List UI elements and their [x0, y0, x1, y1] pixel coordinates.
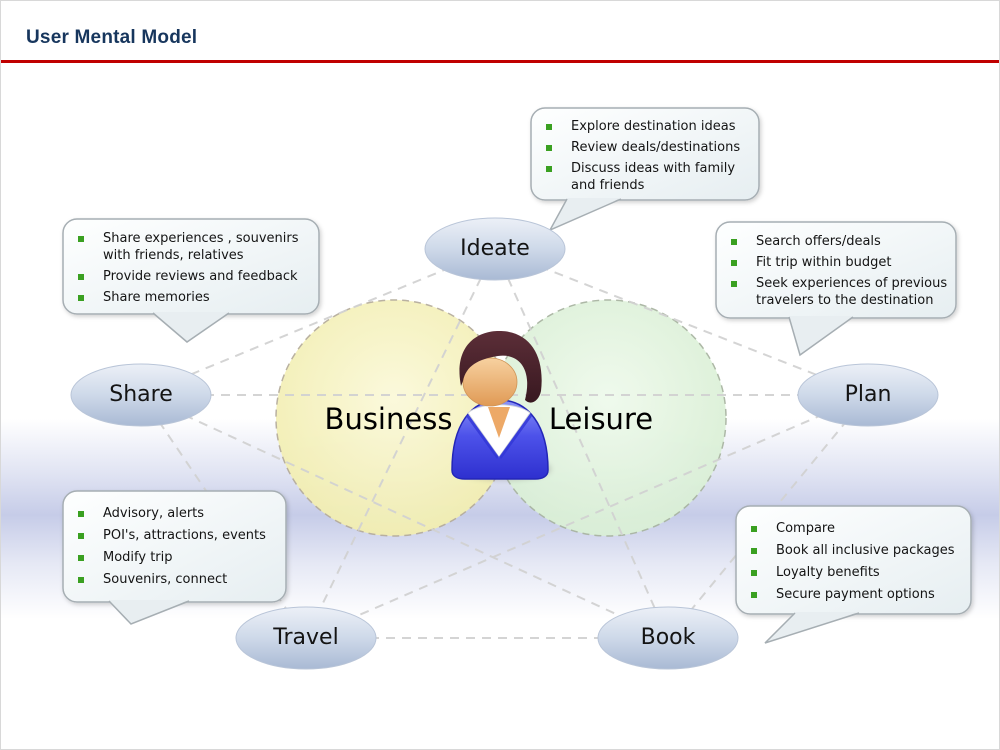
- node-label-share: Share: [109, 382, 173, 407]
- venn-label-leisure: Leisure: [548, 402, 654, 436]
- callout-list-travel: Advisory, alerts POI's, attractions, eve…: [63, 505, 286, 593]
- page-title: User Mental Model: [26, 27, 198, 48]
- bullet-item: POI's, attractions, events: [63, 527, 286, 544]
- node-ellipse-share: [70, 363, 212, 427]
- node-label-ideate: Ideate: [460, 236, 530, 261]
- title-divider: [1, 60, 999, 63]
- speech-bubble-book: [735, 505, 972, 644]
- speech-bubble-ideate: [530, 107, 760, 232]
- bullet-item: Book all inclusive packages: [736, 542, 971, 559]
- callout-list-plan: Search offers/deals Fit trip within budg…: [716, 233, 956, 313]
- bullet-item: Modify trip: [63, 549, 286, 566]
- callout-list-share: Share experiences , souvenirs with frien…: [63, 230, 319, 310]
- bullet-item: Share experiences , souvenirs with frien…: [63, 230, 319, 264]
- bullet-item: Review deals/destinations: [531, 139, 759, 156]
- venn-leisure-circle: [489, 299, 727, 537]
- bullet-item: Discuss ideas with family and friends: [531, 160, 759, 194]
- connector-lines: [140, 248, 869, 639]
- bullet-item: Share memories: [63, 289, 319, 306]
- callout-list-ideate: Explore destination ideas Review deals/d…: [531, 118, 759, 198]
- node-ellipse-book: [597, 606, 739, 670]
- node-label-travel: Travel: [273, 625, 339, 650]
- node-label-plan: Plan: [844, 382, 892, 407]
- bullet-item: Search offers/deals: [716, 233, 956, 250]
- person-icon: [451, 330, 551, 480]
- node-ellipse-ideate: [424, 217, 566, 281]
- bullet-item: Loyalty benefits: [736, 564, 971, 581]
- speech-bubble-plan: [715, 221, 957, 357]
- venn-label-business: Business: [324, 402, 453, 436]
- speech-bubble-share: [62, 218, 320, 343]
- bullet-item: Compare: [736, 520, 971, 537]
- node-ellipse-travel: [235, 606, 377, 670]
- callout-list-book: Compare Book all inclusive packages Loya…: [736, 520, 971, 608]
- bullet-item: Souvenirs, connect: [63, 571, 286, 588]
- speech-bubble-travel: [62, 490, 287, 625]
- node-label-book: Book: [640, 625, 696, 650]
- bullet-item: Provide reviews and feedback: [63, 268, 319, 285]
- node-ellipse-plan: [797, 363, 939, 427]
- bullet-item: Seek experiences of previous travelers t…: [716, 275, 956, 309]
- bullet-item: Explore destination ideas: [531, 118, 759, 135]
- bullet-item: Fit trip within budget: [716, 254, 956, 271]
- bullet-item: Advisory, alerts: [63, 505, 286, 522]
- bullet-item: Secure payment options: [736, 586, 971, 603]
